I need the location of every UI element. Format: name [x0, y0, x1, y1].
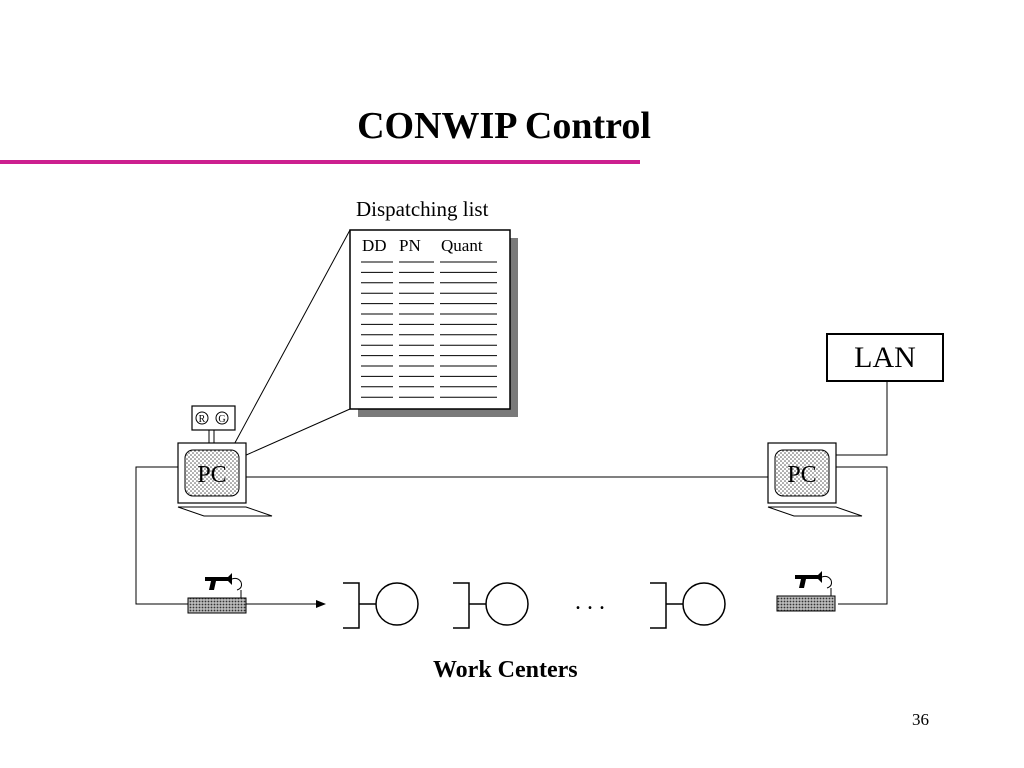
work-centers-label: Work Centers [433, 657, 578, 683]
pc-label: PC [197, 462, 226, 488]
work-center-2 [453, 582, 529, 629]
work-center-ellipsis: . . . [575, 589, 605, 615]
network-lines [135, 382, 888, 605]
right-loop-line [836, 466, 888, 605]
work-center-n [650, 582, 726, 629]
signal-light: R G [191, 405, 236, 443]
left-loop-line [135, 466, 188, 605]
lan-link [836, 382, 888, 456]
slide-title: CONWIP Control [357, 105, 651, 147]
machine-icon [375, 582, 419, 626]
pc-right: PC [767, 442, 863, 517]
work-center-1 [343, 582, 419, 629]
dispatching-list: DD PN Quant [349, 229, 518, 417]
green-light-icon [215, 411, 229, 425]
machine-icon [682, 582, 726, 626]
queue-bracket [343, 582, 360, 629]
barcode-strip-icon [776, 595, 836, 612]
lan-box: LAN [826, 333, 944, 382]
scanner-cord [231, 577, 242, 591]
column-header-quant: Quant [441, 236, 483, 255]
work-center-stations [343, 582, 726, 629]
machine-icon [485, 582, 529, 626]
barcode-reader-left [187, 573, 247, 614]
slide-number: 36 [912, 710, 929, 729]
monitor-screen [184, 449, 240, 497]
callout-line-top [229, 229, 351, 453]
barcode-reader-right [776, 571, 836, 612]
monitor-screen [774, 449, 830, 497]
pc-label: PC [787, 462, 816, 488]
red-light-label: R [199, 414, 206, 425]
scanner-gun-icon [205, 573, 232, 590]
queue-bracket [453, 582, 470, 629]
keyboard-icon [767, 506, 863, 517]
document-page [349, 229, 511, 410]
title-underline [0, 160, 640, 164]
scanner-cord [821, 575, 832, 589]
barcode-strip-icon [187, 597, 247, 614]
red-light-icon [195, 411, 209, 425]
column-header-pn: PN [399, 236, 421, 255]
keyboard-icon [177, 506, 273, 517]
queue-bracket [650, 582, 667, 629]
dispatching-list-label: Dispatching list [356, 197, 489, 221]
arrow-head-icon [316, 600, 326, 608]
green-light-label: G [218, 414, 225, 425]
callout-line-bottom [243, 408, 351, 457]
scanner-gun-icon [795, 571, 822, 588]
list-rows [361, 261, 497, 398]
pc-left: PC [177, 442, 273, 517]
column-header-dd: DD [362, 236, 387, 255]
